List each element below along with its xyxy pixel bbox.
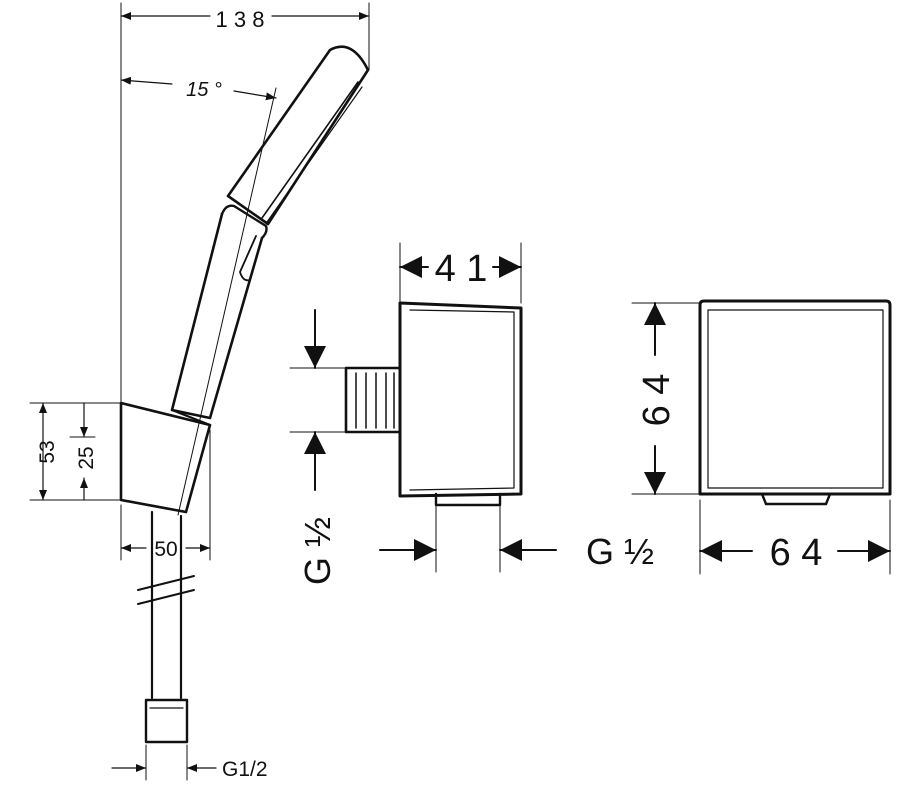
outlet-side-view	[289, 242, 557, 573]
dim-overall-width: 1 3 8	[216, 7, 265, 32]
dim-outlet-bottom-thread: G ½	[586, 531, 654, 572]
dim-holder-height: 53	[36, 440, 59, 463]
outlet-front-view	[631, 299, 892, 575]
dim-holder-depth: 50	[154, 538, 177, 561]
dim-outlet-front-height: 6 4	[636, 374, 678, 427]
dim-outlet-front-width: 6 4	[770, 532, 823, 574]
dim-holder-offset: 25	[75, 446, 98, 469]
dim-outlet-side-thread: G ½	[297, 517, 338, 585]
dim-angle: 15 °	[186, 79, 222, 101]
dim-outlet-side-width: 4 1	[435, 248, 488, 290]
hand-shower-view	[29, 2, 370, 781]
dim-hose-thread: G1/2	[222, 758, 268, 781]
